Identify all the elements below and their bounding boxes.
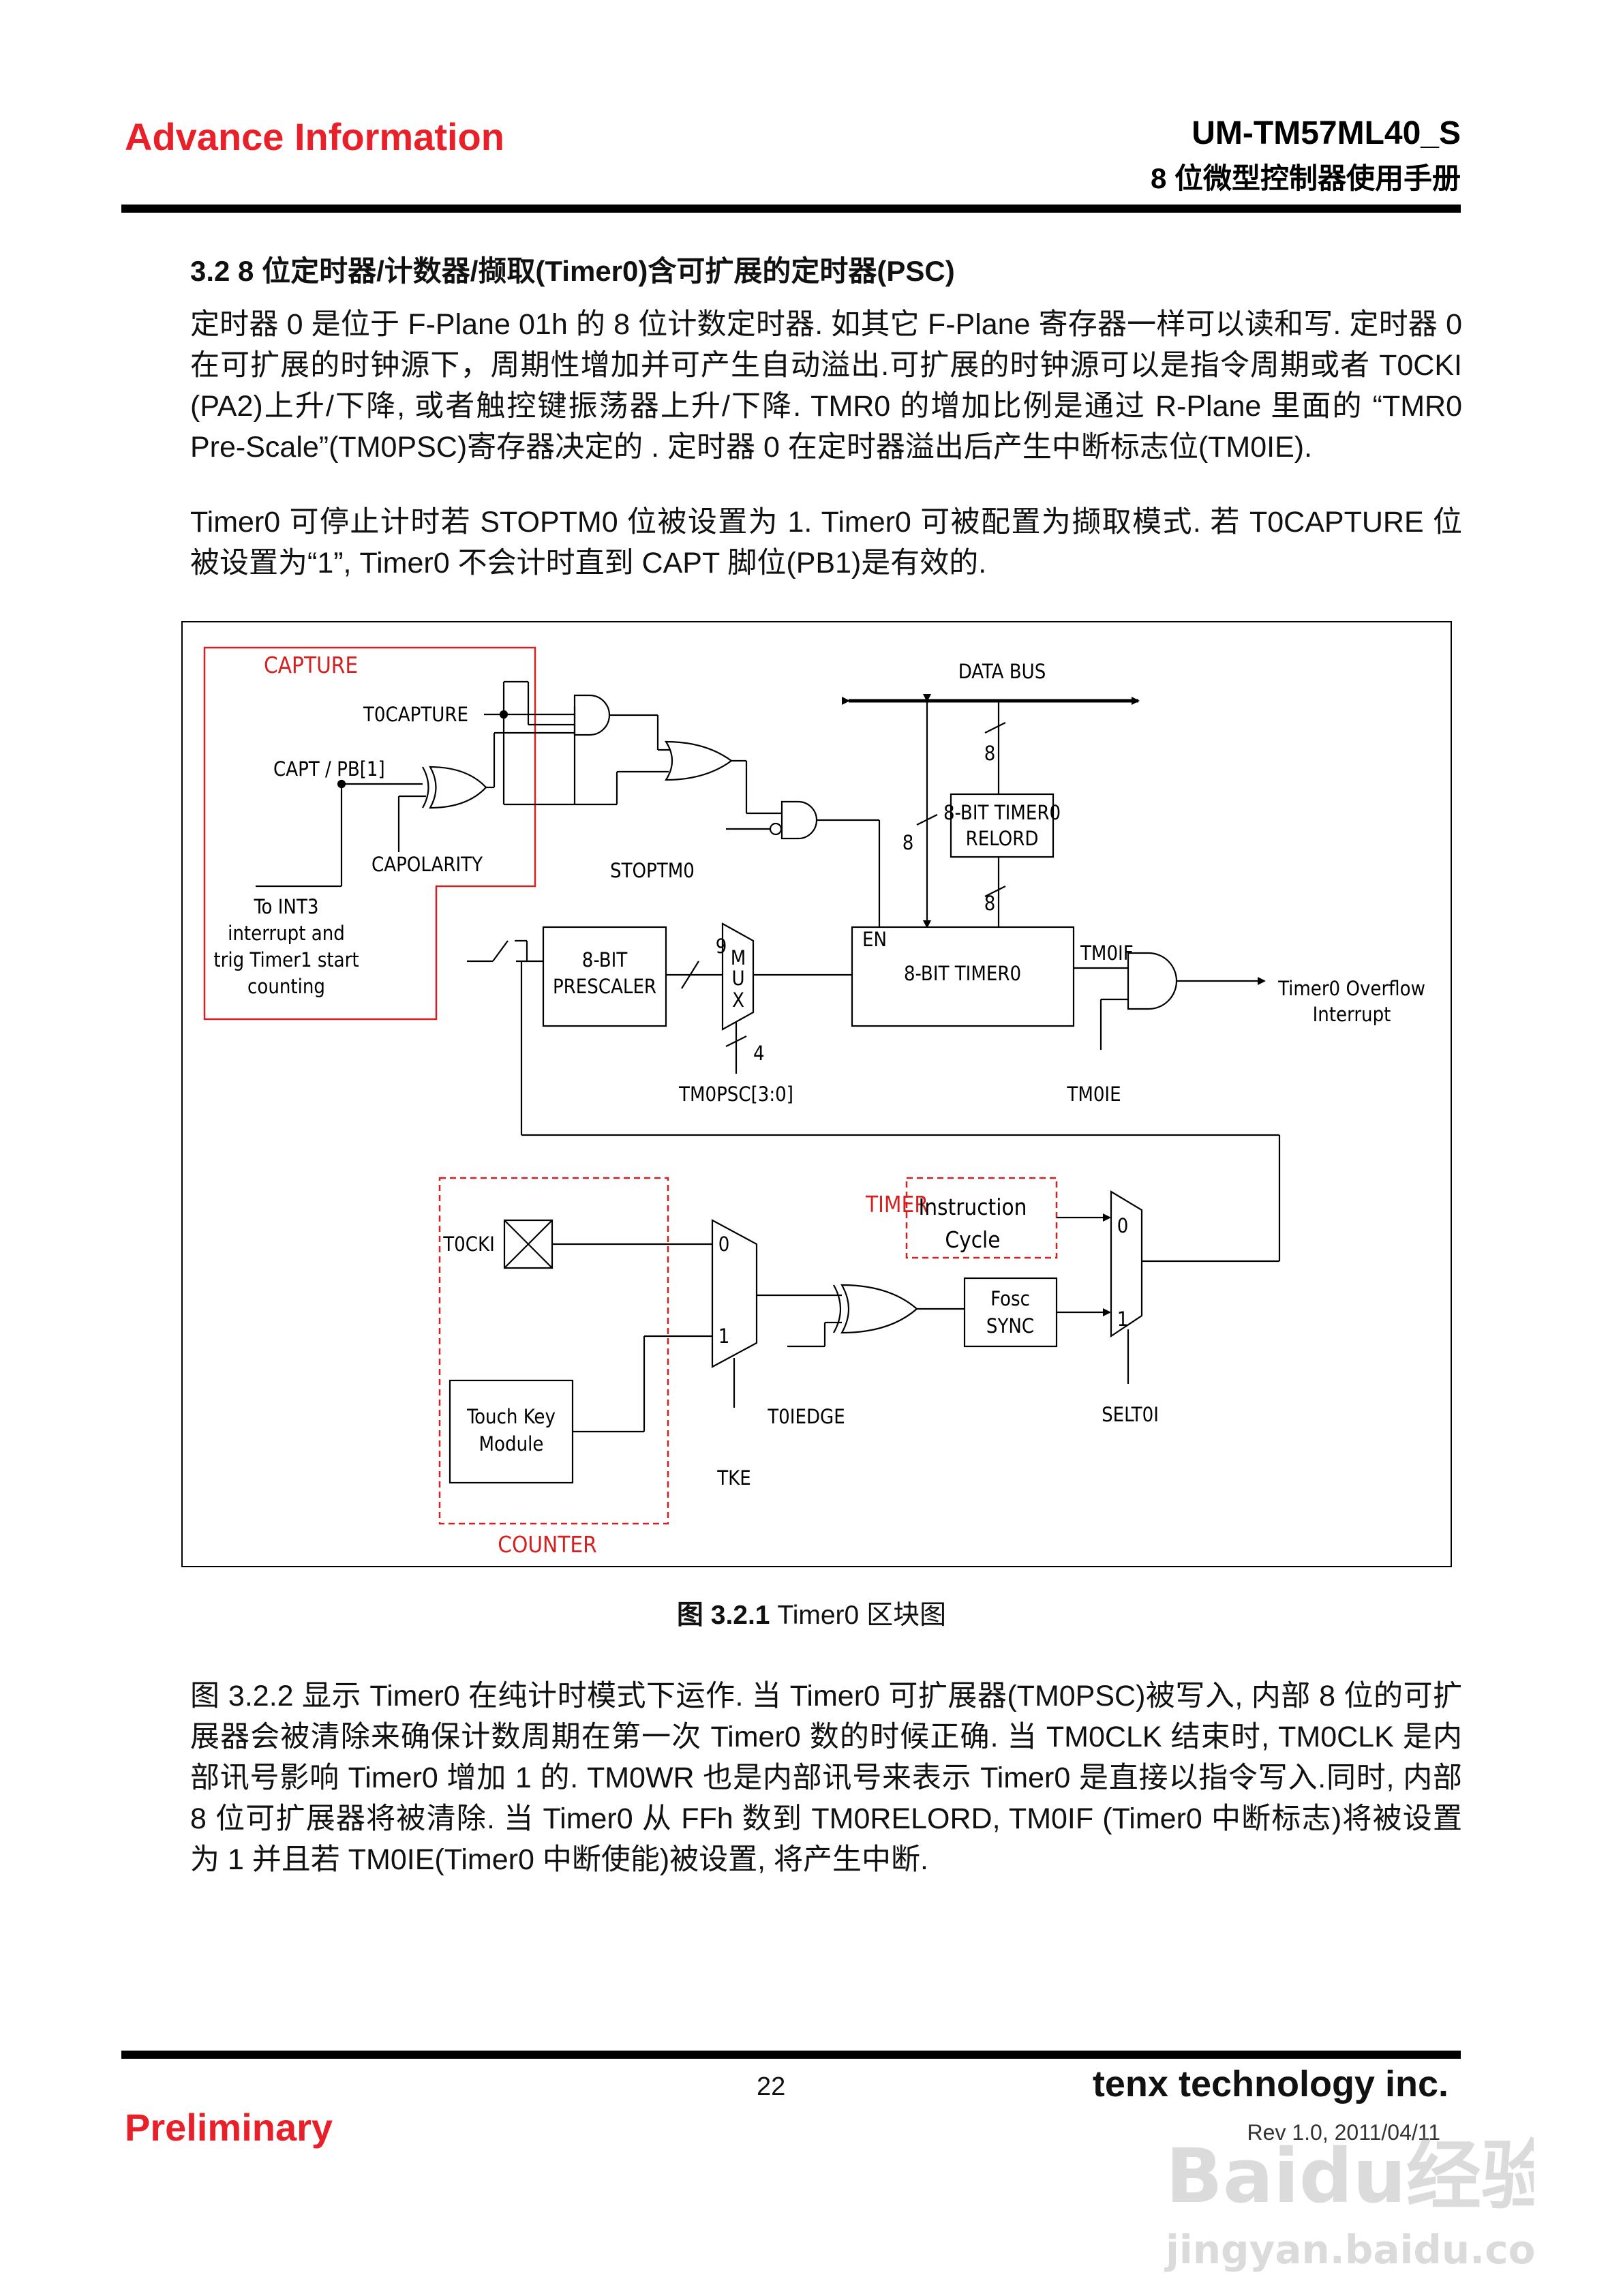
footer-rule	[121, 2051, 1461, 2059]
fosc-sync-label-2: SYNC	[986, 1314, 1034, 1338]
footer-company: tenx technology inc.	[1092, 2064, 1448, 2104]
bus-width-8-a: 8	[984, 742, 996, 765]
timer0-block-diagram: CAPTURE T0CAPTURE CAPT / PB[1] CAPOLARIT…	[181, 621, 1452, 1567]
t0iedge-label: T0IEDGE	[767, 1405, 845, 1428]
t0capture-label: T0CAPTURE	[363, 703, 468, 726]
diagram-frame	[181, 621, 1452, 1567]
watermark-url: jingyan.baidu.com	[1164, 2226, 1534, 2273]
counter-region	[438, 1177, 669, 1525]
bus-width-8-b: 8	[902, 831, 914, 854]
counter-label: COUNTER	[498, 1531, 597, 1558]
overflow-label-1: Timer0 Overflow	[1277, 977, 1425, 1000]
t0cki-label: T0CKI	[442, 1233, 495, 1256]
tm0ie-label: TM0IE	[1066, 1083, 1121, 1106]
capture-region	[203, 646, 536, 1021]
to-int3-label-2: interrupt and	[228, 922, 345, 945]
header-doc-subtitle: 8 位微型控制器使用手册	[1150, 162, 1461, 194]
mux-label-x: X	[732, 988, 744, 1012]
bus-width-8-c: 8	[984, 892, 996, 915]
to-int3-label-1: To INT3	[254, 895, 319, 918]
capt-pb-label: CAPT / PB[1]	[273, 757, 385, 781]
to-int3-label-4: counting	[247, 975, 325, 998]
width-9-label: 9	[716, 935, 727, 958]
footer-revision: Rev 1.0, 2011/04/11	[1247, 2120, 1440, 2145]
data-bus-label: DATA BUS	[958, 660, 1046, 683]
figure-caption: 图 3.2.1 Timer0 区块图	[0, 1594, 1623, 1632]
mux-label-m: M	[731, 946, 746, 969]
selt0i-label: SELT0I	[1102, 1403, 1159, 1426]
tm0psc-label: TM0PSC[3:0]	[678, 1083, 793, 1106]
mux-label-u: U	[731, 967, 744, 990]
page-number: 22	[757, 2072, 786, 2101]
header-doc-id: UM-TM57ML40_S	[1192, 115, 1461, 151]
tm0if-label: TM0IF	[1080, 941, 1134, 965]
paragraph-3: 图 3.2.2 显示 Timer0 在纯计时模式下运作. 当 Timer0 可扩…	[190, 1680, 1462, 1876]
stoptm0-label: STOPTM0	[610, 859, 695, 882]
width-4-label: 4	[753, 1042, 765, 1065]
en-label: EN	[862, 928, 887, 951]
right-mux-sel-0: 0	[1117, 1214, 1129, 1237]
header-advance-information: Advance Information	[125, 115, 504, 158]
reload-label-2: RELORD	[966, 827, 1039, 850]
footer-preliminary: Preliminary	[125, 2106, 333, 2149]
reload-label-1: 8-BIT TIMER0	[943, 801, 1061, 824]
instruction-cycle-label-1: Instruction	[919, 1194, 1027, 1220]
paragraph-2: Timer0 可停止计时若 STOPTM0 位被设置为 1. Timer0 可被…	[190, 506, 1462, 579]
touch-key-label-1: Touch Key	[466, 1405, 556, 1428]
right-mux-sel-1: 1	[1117, 1308, 1129, 1331]
capolarity-label: CAPOLARITY	[371, 853, 483, 876]
lower-mux-sel-0: 0	[718, 1233, 730, 1256]
overflow-label-2: Interrupt	[1313, 1003, 1391, 1026]
fosc-sync-label-1: Fosc	[990, 1287, 1030, 1310]
capture-label: CAPTURE	[264, 652, 358, 678]
baidu-watermark: Baidu经验 jingyan.baidu.com	[1164, 2132, 1534, 2273]
header-rule	[121, 205, 1461, 213]
paragraph-1: 定时器 0 是位于 F-Plane 01h 的 8 位计数定时器. 如其它 F-…	[190, 308, 1462, 464]
to-int3-label-3: trig Timer1 start	[213, 948, 359, 971]
section-title: 3.2 8 位定时器/计数器/撷取(Timer0)含可扩展的定时器(PSC)	[190, 255, 955, 287]
figure-number: 图 3.2.1	[676, 1601, 770, 1630]
touch-key-label-2: Module	[479, 1432, 544, 1455]
prescaler-label-1: 8-BIT	[582, 948, 628, 971]
lower-mux-sel-1: 1	[718, 1325, 730, 1348]
prescaler-label-2: PRESCALER	[553, 975, 656, 998]
timer-label: TIMER	[865, 1191, 928, 1218]
tke-label: TKE	[716, 1466, 751, 1490]
instruction-cycle-label-2: Cycle	[945, 1226, 1000, 1253]
timer0-label: 8-BIT TIMER0	[904, 962, 1021, 985]
watermark-brand: Baidu经验	[1166, 2132, 1534, 2220]
figure-caption-text: Timer0 区块图	[770, 1601, 947, 1630]
